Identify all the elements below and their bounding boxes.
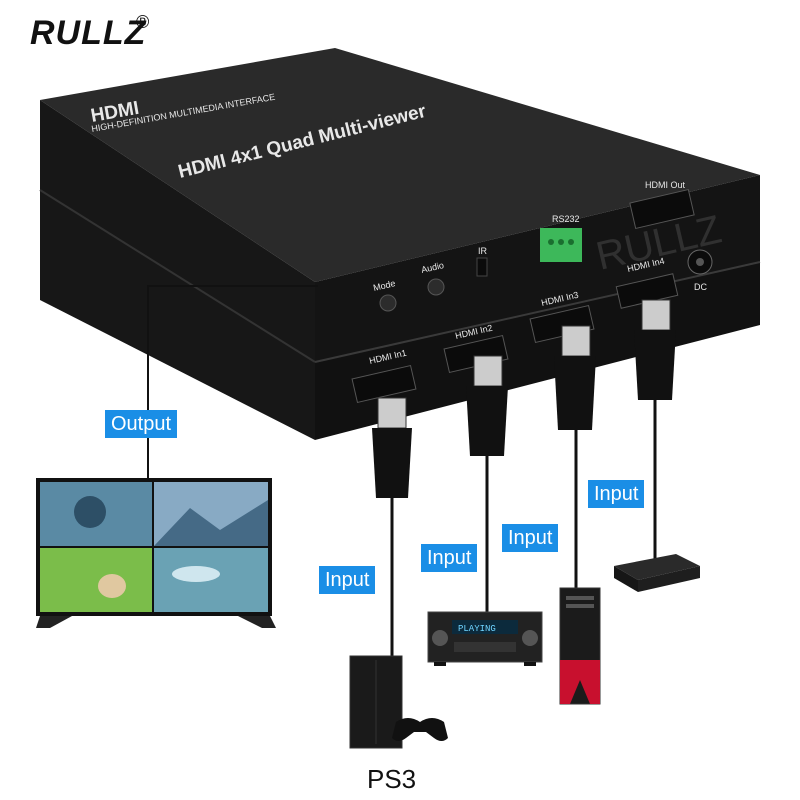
device-top xyxy=(40,48,760,282)
label-mode: Mode xyxy=(372,278,396,293)
device-side xyxy=(40,100,315,440)
brand-logo: RULLZ xyxy=(30,14,147,52)
input-tag-1: Input xyxy=(319,566,376,594)
mode-button xyxy=(379,294,397,312)
set-top-box xyxy=(614,554,700,592)
cable-in1 xyxy=(372,397,412,660)
ps3-label: PS3 xyxy=(367,764,417,794)
receiver-display-text: PLAYING xyxy=(458,624,496,634)
cable-in2 xyxy=(466,355,508,612)
label-hdmi-out: HDMI Out xyxy=(645,180,686,190)
label-ir: IR xyxy=(478,246,488,256)
tv-monitor xyxy=(36,478,276,628)
output-tag: Output xyxy=(105,410,178,438)
ir-sensor xyxy=(476,257,488,277)
cable-in3 xyxy=(554,325,596,588)
hdmi-in1-port xyxy=(351,364,417,404)
audio-button xyxy=(427,278,445,296)
ps3-console xyxy=(349,655,448,749)
input-tag-2: Input xyxy=(421,544,478,572)
hdmi-out-port xyxy=(629,188,695,230)
label-rs232: RS232 xyxy=(552,214,580,224)
input-tag-4: Input xyxy=(588,480,645,508)
cable-in4 xyxy=(634,299,676,564)
registered-mark: ® xyxy=(136,12,150,32)
input-tag-3: Input xyxy=(502,524,559,552)
av-receiver: PLAYING xyxy=(427,611,543,666)
pc-tower xyxy=(559,587,601,705)
label-dc: DC xyxy=(694,282,707,292)
